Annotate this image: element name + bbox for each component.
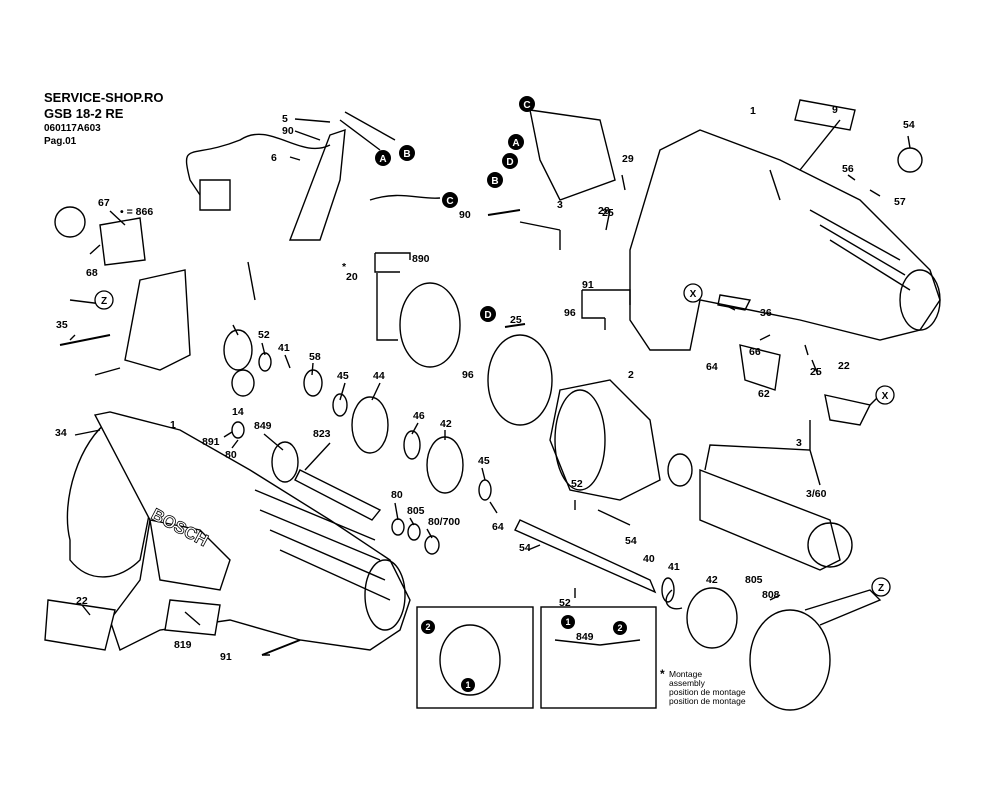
part-label: * [342, 261, 347, 273]
part-label: 57 [894, 196, 906, 208]
montage-line-4: position de montage [669, 696, 746, 706]
part-label: 29 [622, 153, 634, 165]
part-label: 66 [749, 346, 761, 358]
part-label: 54 [903, 119, 915, 131]
connector-c-label: C [523, 100, 530, 111]
part-label: 68 [86, 267, 98, 279]
part-label: 56 [842, 163, 854, 175]
montage-star: * [660, 667, 665, 681]
part-label: 3 [557, 199, 563, 211]
step-two-badge: 2 [617, 623, 622, 633]
part-drawings [44, 99, 941, 711]
connector-badges: A B C A D B C D [375, 96, 535, 322]
reference-markers [94, 283, 895, 597]
part-label: 25 [810, 366, 822, 378]
connector-a-label: A [512, 138, 519, 149]
part-label: 34 [55, 427, 67, 439]
part-label: 96 [462, 369, 474, 381]
part-label: 891 [202, 436, 220, 448]
marker-x: X [882, 391, 889, 402]
page-number: Pag.01 [44, 136, 77, 147]
part-label: 91 [582, 279, 594, 291]
part-label: 22 [838, 360, 850, 372]
part-labels: 5 90 6 67 68 52 35 41 58 45 44 14 46 42 … [55, 104, 915, 663]
part-label: 2 [628, 369, 634, 381]
part-label: 80 [391, 489, 403, 501]
part-label: 805 [407, 505, 425, 517]
connector-a-label: A [379, 154, 386, 165]
part-label: 52 [258, 329, 270, 341]
part-label: 14 [232, 406, 244, 418]
part-label: 62 [758, 388, 770, 400]
part-label: 25 [510, 314, 522, 326]
connector-d-label: D [484, 310, 491, 321]
marker-x: X [690, 289, 697, 300]
part-label: 64 [492, 521, 504, 533]
part-label: 1 [170, 419, 176, 431]
part-label: 823 [313, 428, 331, 440]
shop-name: SERVICE-SHOP.RO [44, 90, 164, 105]
part-label: 40 [643, 553, 655, 565]
part-label: 36 [760, 307, 772, 319]
step-two-badge: 2 [425, 622, 430, 632]
montage-line-1: Montage [669, 669, 702, 679]
connector-c-label: C [446, 196, 453, 207]
part-label: 42 [706, 574, 718, 586]
part-label: 54 [519, 542, 531, 554]
part-label: 90 [459, 209, 471, 221]
part-label: 22 [76, 595, 88, 607]
part-label: 54 [625, 535, 637, 547]
part-label: 52 [559, 597, 571, 609]
connector-b-label: B [403, 149, 410, 160]
step-one-badge: 1 [565, 617, 570, 627]
part-label: 90 [282, 125, 294, 137]
part-label: 3/60 [806, 488, 827, 500]
part-label: 41 [278, 342, 290, 354]
document-code: 060117A603 [44, 123, 101, 134]
part-label: 67 [98, 197, 110, 209]
montage-line-2: assembly [669, 678, 706, 688]
part-label: 52 [571, 478, 583, 490]
connector-d-label: D [506, 157, 513, 168]
part-label: 46 [413, 410, 425, 422]
part-label: 849 [576, 631, 594, 643]
part-label: 890 [412, 253, 430, 265]
part-label: 58 [309, 351, 321, 363]
part-label: 35 [56, 319, 68, 331]
part-label: 41 [668, 561, 680, 573]
part-label: 45 [337, 370, 349, 382]
part-label: 819 [174, 639, 192, 651]
part-label: 20 [346, 271, 358, 283]
part-label: 805 [745, 574, 763, 586]
part-label: 91 [220, 651, 232, 663]
part-label: 42 [440, 418, 452, 430]
part-label: 45 [478, 455, 490, 467]
montage-line-3: position de montage [669, 687, 746, 697]
part-label: 5 [282, 113, 288, 125]
part-label: 44 [373, 370, 385, 382]
marker-z: Z [878, 583, 884, 594]
step-one-badge: 1 [465, 680, 470, 690]
part-label: 9 [832, 104, 838, 116]
part-label: 6 [271, 152, 277, 164]
kit-note: • = 866 [120, 206, 153, 218]
part-label: 64 [706, 361, 718, 373]
part-label: 28 [598, 205, 610, 217]
part-label: 3 [796, 437, 802, 449]
part-label: 96 [564, 307, 576, 319]
marker-z: Z [101, 296, 107, 307]
part-label: 25 [602, 207, 614, 219]
connector-b-label: B [491, 176, 498, 187]
part-label: 80/700 [428, 516, 460, 528]
part-label: 808 [762, 589, 780, 601]
part-label: 1 [750, 105, 756, 117]
model-name: GSB 18-2 RE [44, 106, 124, 121]
part-label: 80 [225, 449, 237, 461]
part-label: 849 [254, 420, 272, 432]
